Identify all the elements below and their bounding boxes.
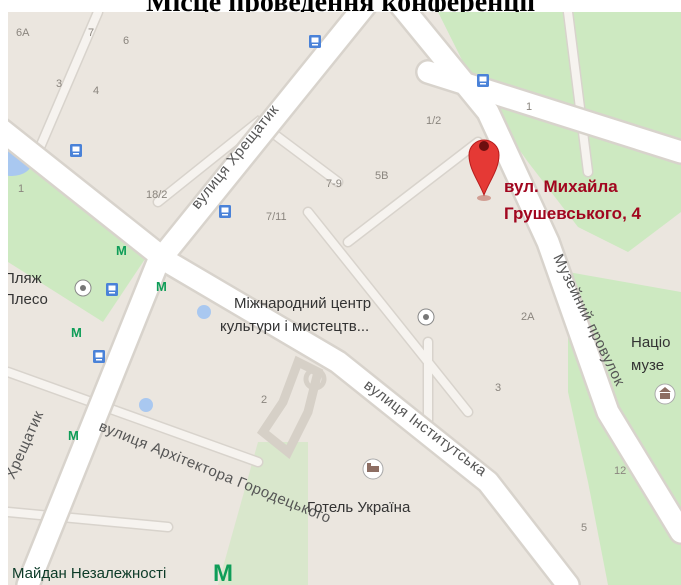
house-number: 5 — [581, 522, 587, 534]
bus-stop-icon[interactable] — [93, 350, 105, 363]
bus-stop-icon[interactable] — [70, 144, 82, 157]
house-number: 7/11 — [266, 211, 287, 223]
house-number: 5В — [375, 170, 388, 182]
bus-stop-icon[interactable] — [219, 205, 231, 218]
poi-label-museum: Націо — [631, 334, 670, 351]
house-number: 6 — [123, 35, 129, 47]
poi-label-plyazh: Пляж — [8, 270, 42, 287]
house-number: 4 — [93, 85, 99, 97]
park-area — [218, 442, 308, 585]
poi-label-center: культури і мистецтв... — [220, 318, 369, 335]
major-road — [8, 12, 681, 585]
poi-circle-icon[interactable] — [74, 279, 92, 297]
poi-labels: Міжнародний центр культури і мистецтв...… — [8, 270, 670, 516]
metro-m-icon[interactable]: M — [116, 243, 127, 258]
pin-label-line1: вул. Михайла — [504, 177, 618, 196]
house-number: 2А — [521, 311, 535, 323]
map-view[interactable]: 6А 7 6 3 4 1 1/2 18/2 7-9 5В 7/11 2А 3 2… — [8, 12, 681, 585]
square-outline — [303, 367, 327, 391]
metro-m-icon[interactable]: M — [68, 428, 79, 443]
poi-label-maidan: Майдан Незалежності — [12, 565, 166, 582]
poi-label-museum: музе — [631, 357, 664, 374]
metro-m-icon[interactable]: M — [213, 560, 233, 585]
bus-stop-icons[interactable] — [70, 35, 489, 363]
park-area — [8, 152, 153, 322]
house-number: 6А — [16, 27, 30, 39]
house-number: 12 — [614, 465, 626, 477]
poi-label-plyazh: Плесо — [8, 291, 48, 308]
museum-icon[interactable] — [654, 383, 676, 405]
bus-stop-icon[interactable] — [477, 74, 489, 87]
fountain-water — [139, 398, 153, 412]
metro-m-icon[interactable]: M — [71, 325, 82, 340]
house-numbers: 6А 7 6 3 4 1 1/2 18/2 7-9 5В 7/11 2А 3 2… — [16, 27, 626, 534]
park-area — [438, 12, 681, 252]
fountain-water — [197, 305, 211, 319]
house-number: 1 — [18, 183, 24, 195]
metro-m-icon[interactable]: M — [156, 279, 167, 294]
house-number: 1/2 — [426, 115, 441, 127]
house-number: 2 — [261, 394, 267, 406]
house-number: 18/2 — [146, 189, 167, 201]
hotel-icon[interactable] — [362, 458, 384, 480]
house-number: 3 — [495, 382, 501, 394]
house-number: 3 — [56, 78, 62, 90]
bus-stop-icon[interactable] — [106, 283, 118, 296]
poi-label-center: Міжнародний центр — [234, 295, 371, 312]
house-number: 7 — [88, 27, 94, 39]
pin-label-line2: Грушевського, 4 — [504, 204, 642, 223]
bus-stop-icon[interactable] — [309, 35, 321, 48]
poi-label-hotel: Готель Україна — [307, 499, 411, 516]
map-pin-icon[interactable] — [468, 139, 500, 201]
map-canvas[interactable]: 6А 7 6 3 4 1 1/2 18/2 7-9 5В 7/11 2А 3 2… — [8, 12, 681, 585]
pin-label: вул. Михайла Грушевського, 4 — [504, 177, 642, 223]
poi-circle-icon[interactable] — [417, 308, 435, 326]
house-number: 7-9 — [326, 178, 342, 190]
house-number: 1 — [526, 101, 532, 113]
metro-icons[interactable]: M M M M M — [68, 243, 233, 585]
